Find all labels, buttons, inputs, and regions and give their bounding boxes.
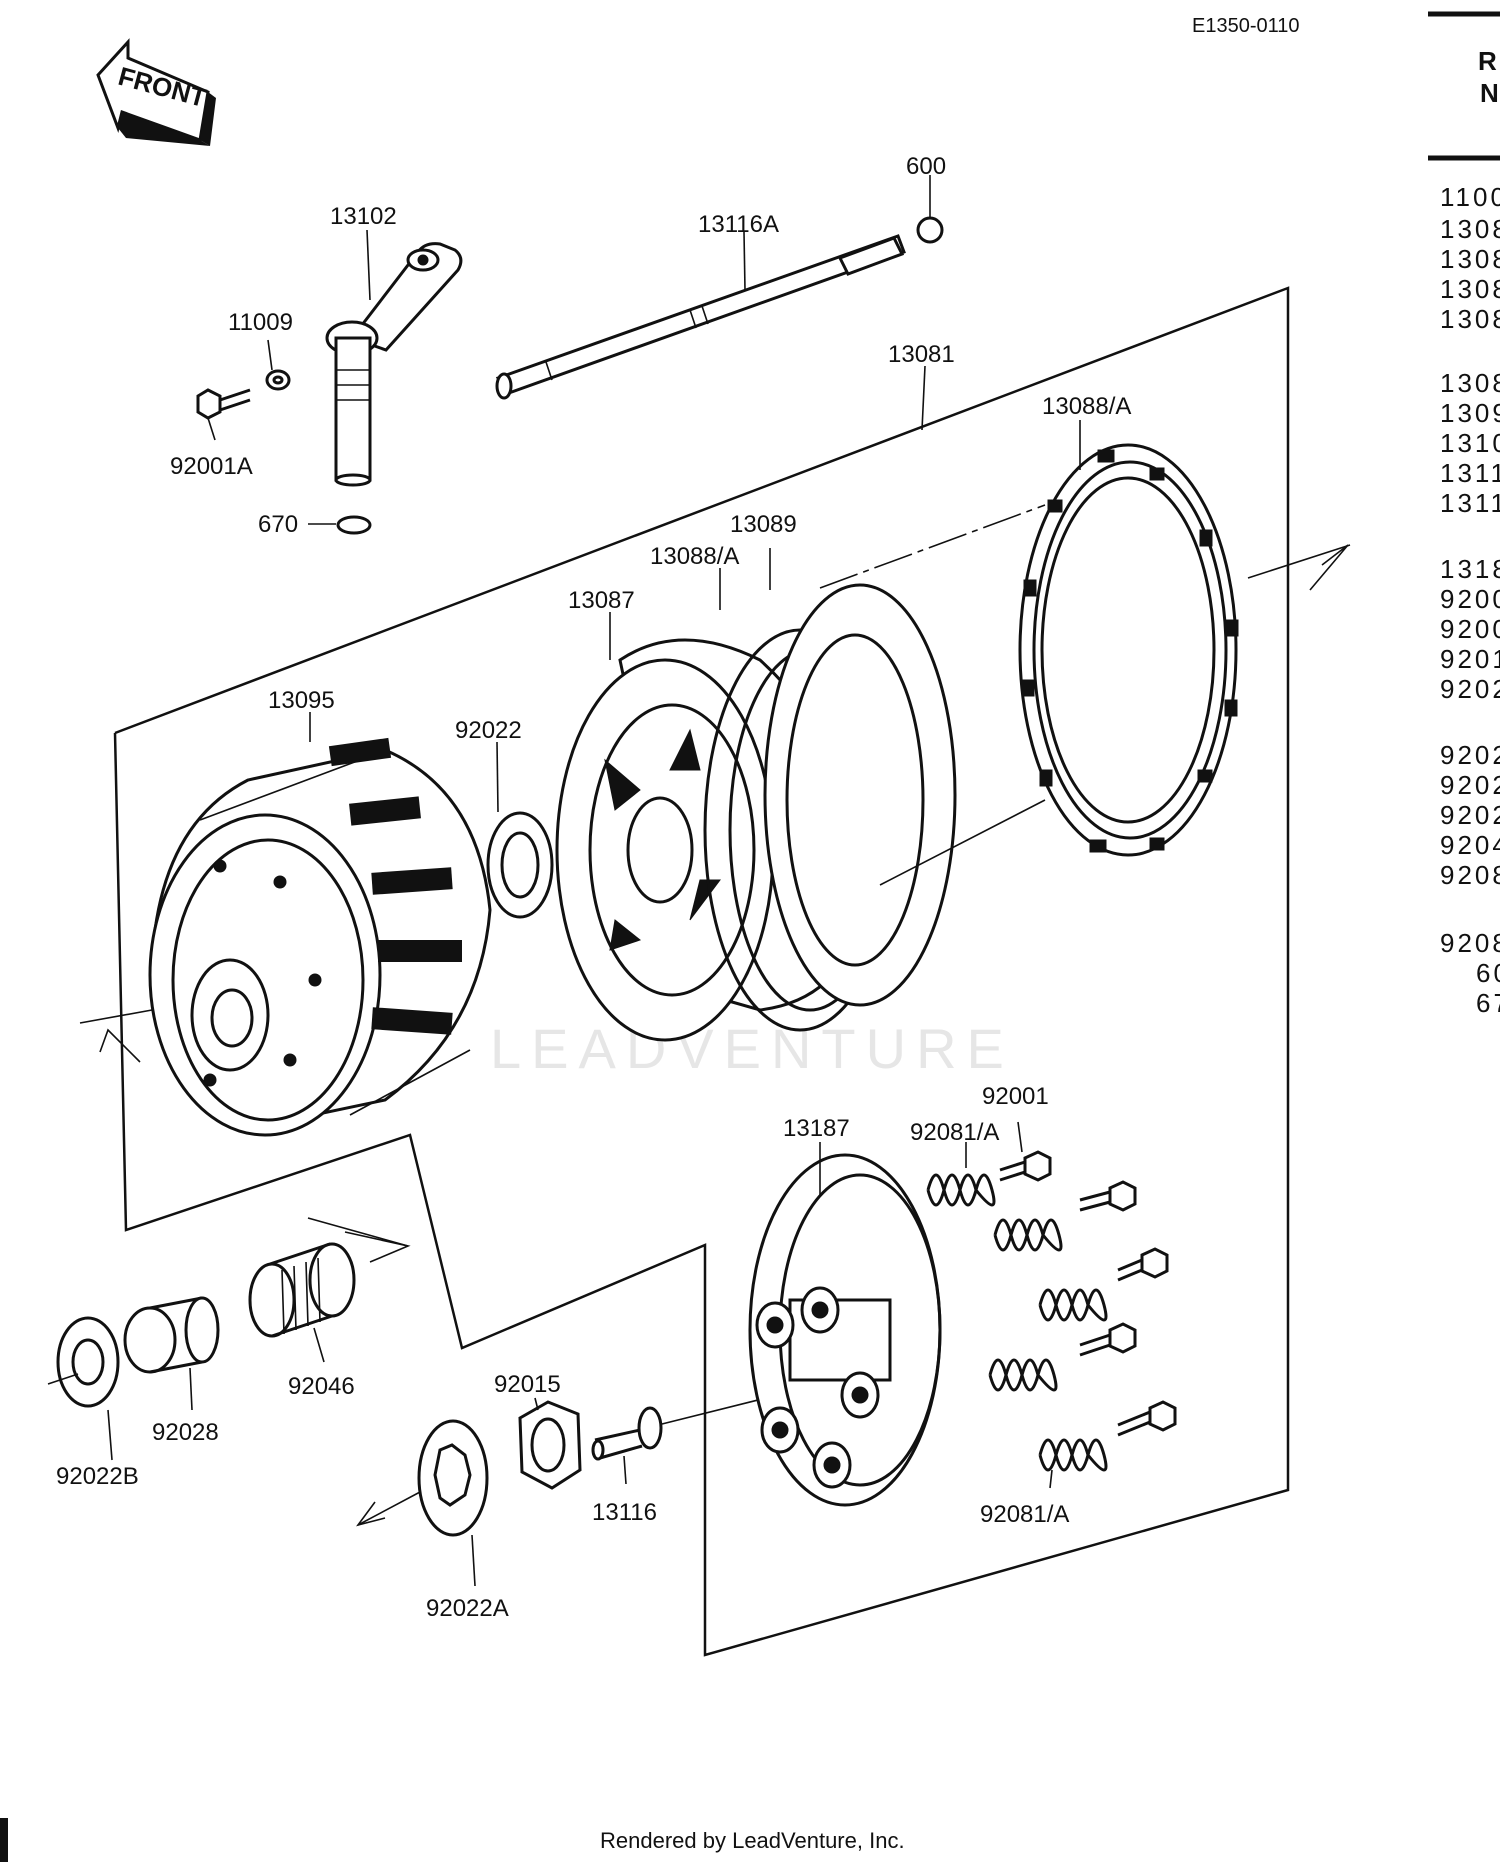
- page-edge-mark: [0, 1818, 8, 1862]
- callout-13088A-top: 13088/A: [1042, 393, 1131, 420]
- ref-item: 1310: [1440, 428, 1500, 458]
- callout-92081A-bot: 92081/A: [980, 1501, 1069, 1528]
- washer-92022B: [47, 1316, 120, 1408]
- callout-92015: 92015: [494, 1371, 561, 1398]
- ref-item: 1318: [1440, 554, 1500, 584]
- spring-92081A-3: [1038, 1288, 1108, 1322]
- callout-13095: 13095: [268, 687, 335, 714]
- spring-92081A-5: [1038, 1438, 1108, 1472]
- ref-item: 9201: [1440, 644, 1500, 674]
- callout-13087: 13087: [568, 587, 635, 614]
- leader-lines: [107, 175, 1081, 1587]
- assembly-outline: [113, 286, 1290, 1657]
- ref-item: 9208: [1440, 860, 1500, 890]
- ref-item: 9202: [1440, 740, 1500, 770]
- ref-item: 67: [1476, 988, 1500, 1018]
- pressure-plate-13187: [748, 1153, 942, 1507]
- ref-item: 1309: [1440, 398, 1500, 428]
- bolt-92001-1: [999, 1150, 1052, 1182]
- ref-item: 1308: [1440, 368, 1500, 398]
- needle-bearing-92046: [248, 1242, 356, 1338]
- ref-item: 1311: [1440, 488, 1500, 518]
- bolt-92001-3: [1117, 1247, 1169, 1282]
- ref-item: 9202: [1440, 674, 1500, 704]
- ref-item: 60: [1476, 958, 1500, 988]
- ref-item: 9202: [1440, 770, 1500, 800]
- spring-92081A-4: [988, 1358, 1058, 1392]
- steel-plate-13089: [763, 583, 957, 1007]
- callout-92028: 92028: [152, 1419, 219, 1446]
- callout-13089: 13089: [730, 511, 797, 538]
- washer-11009: [265, 369, 291, 391]
- callout-600: 600: [906, 153, 946, 180]
- watermark: LEADVENTURE: [490, 1017, 1014, 1080]
- callout-13116: 13116: [592, 1499, 657, 1526]
- sleeve-92028: [123, 1296, 220, 1374]
- callout-92022A: 92022A: [426, 1595, 509, 1622]
- o-ring-670: [336, 515, 372, 535]
- ref-item: 9208: [1440, 928, 1500, 958]
- nut-92015: [518, 1400, 582, 1490]
- ref-item: 1100: [1440, 182, 1500, 212]
- ref-header-1: R: [1478, 46, 1497, 76]
- callout-92022B: 92022B: [56, 1463, 139, 1490]
- footer-credit: Rendered by LeadVenture, Inc.: [600, 1828, 905, 1853]
- friction-plate-13088A-top: [1018, 443, 1239, 857]
- diagram-code: E1350-0110: [1192, 15, 1300, 37]
- reference-column: R N 110013081308130813081308130913101311…: [1428, 11, 1500, 1018]
- ref-item: 1308: [1440, 244, 1500, 274]
- spring-92081A-1: [926, 1173, 996, 1207]
- washer-92022A: [417, 1419, 489, 1537]
- ref-header-2: N: [1480, 78, 1499, 108]
- ref-item: 9202: [1440, 800, 1500, 830]
- pushrod-13116: [591, 1406, 663, 1461]
- ref-item: 1308: [1440, 274, 1500, 304]
- callout-92046: 92046: [288, 1373, 355, 1400]
- ref-item: 1311: [1440, 458, 1500, 488]
- callout-11009: 11009: [228, 309, 293, 336]
- bolt-92001-5: [1117, 1400, 1177, 1437]
- callout-13187: 13187: [783, 1115, 850, 1142]
- thrust-washer-92022: [486, 811, 554, 919]
- ref-item: 9200: [1440, 584, 1500, 614]
- bolt-92001-4: [1079, 1322, 1137, 1357]
- callout-13088A-mid: 13088/A: [650, 543, 739, 570]
- ref-item: 9200: [1440, 614, 1500, 644]
- ref-item: 1308: [1440, 214, 1500, 244]
- bolt-92001-2: [1079, 1180, 1137, 1212]
- front-arrow-icon: FRONT: [96, 38, 216, 146]
- clutch-release-lever: [325, 242, 463, 487]
- callout-13102: 13102: [330, 203, 397, 230]
- callout-92001A: 92001A: [170, 453, 253, 480]
- spring-92081A-2: [993, 1218, 1063, 1252]
- callout-13081: 13081: [888, 341, 955, 368]
- push-rod-13116A: [495, 234, 906, 400]
- callout-92001: 92001: [982, 1083, 1049, 1110]
- ref-item: 9204: [1440, 830, 1500, 860]
- bolt-92001A: [196, 388, 251, 420]
- callout-670: 670: [258, 511, 298, 538]
- callout-92022: 92022: [455, 717, 522, 744]
- clutch-housing-13095: [148, 737, 492, 1137]
- callout-13116A: 13116A: [698, 211, 779, 238]
- ref-item: 1308: [1440, 304, 1500, 334]
- ball-600: [916, 216, 944, 244]
- callout-92081A-top: 92081/A: [910, 1119, 999, 1146]
